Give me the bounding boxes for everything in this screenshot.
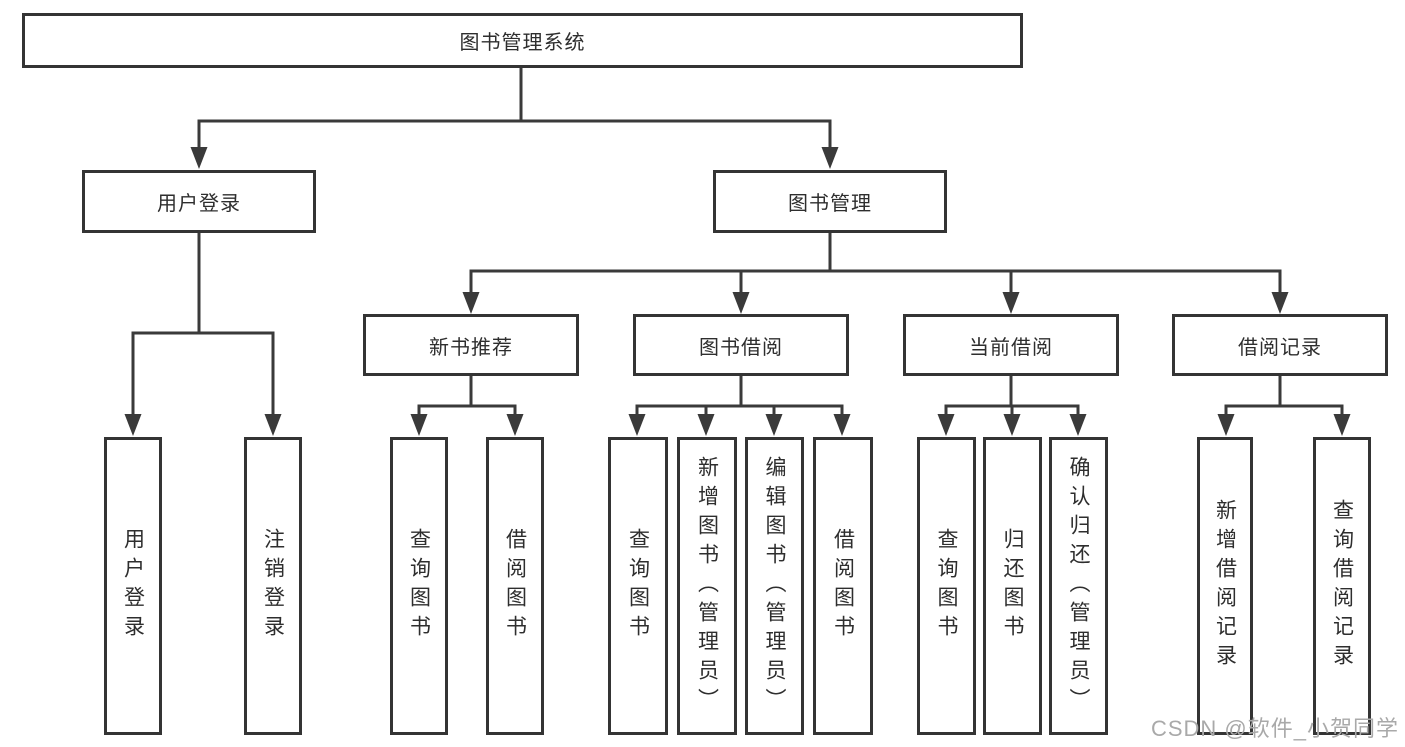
connector-group — [628, 376, 851, 436]
arrow-down-icon — [124, 414, 142, 436]
leaf-query-books-recommend: 查询图书 — [390, 437, 448, 735]
arrow-down-icon — [190, 147, 208, 169]
node-label: 查询图书 — [935, 528, 958, 644]
node-label: 新增图书（管理员） — [695, 455, 719, 717]
leaf-user-login: 用户登录 — [104, 437, 162, 735]
node-label: 查询图书 — [626, 528, 650, 644]
arrow-down-icon — [410, 414, 428, 436]
node-book-borrowing: 图书借阅 — [633, 314, 849, 376]
node-label: 确认归还（管理员） — [1067, 455, 1090, 717]
leaf-confirm-return-admin: 确认归还（管理员） — [1049, 437, 1108, 735]
node-label: 新书推荐 — [429, 336, 513, 359]
node-label: 借阅记录 — [1238, 336, 1322, 359]
node-label: 新增借阅记录 — [1213, 499, 1237, 673]
node-label: 当前借阅 — [969, 336, 1053, 359]
arrow-down-icon — [765, 414, 783, 436]
arrow-down-icon — [821, 147, 839, 169]
arrow-down-icon — [1069, 414, 1087, 436]
leaf-add-books-admin: 新增图书（管理员） — [677, 437, 737, 735]
connector-group — [462, 233, 1289, 314]
arrow-down-icon — [1333, 414, 1351, 436]
node-current-borrowing: 当前借阅 — [903, 314, 1119, 376]
node-borrowing-records: 借阅记录 — [1172, 314, 1388, 376]
arrow-down-icon — [1217, 414, 1235, 436]
arrow-down-icon — [628, 414, 646, 436]
leaf-query-books-borrowing: 查询图书 — [608, 437, 668, 735]
leaf-borrow-books: 借阅图书 — [813, 437, 873, 735]
node-label: 注销登录 — [261, 528, 285, 644]
node-label: 借阅图书 — [503, 528, 527, 644]
node-label: 图书管理 — [788, 193, 872, 215]
leaf-add-borrow-record: 新增借阅记录 — [1197, 437, 1253, 735]
connector-group — [410, 376, 524, 436]
arrow-down-icon — [1003, 414, 1021, 436]
leaf-edit-books-admin: 编辑图书（管理员） — [745, 437, 804, 735]
leaf-return-books: 归还图书 — [983, 437, 1042, 735]
node-label: 借阅图书 — [831, 528, 855, 644]
leaf-borrow-books-recommend: 借阅图书 — [486, 437, 544, 735]
arrow-down-icon — [1002, 292, 1020, 314]
arrow-down-icon — [833, 414, 851, 436]
node-label: 用户登录 — [121, 528, 145, 644]
node-user-login: 用户登录 — [82, 170, 316, 233]
node-label: 编辑图书（管理员） — [763, 455, 786, 717]
arrow-down-icon — [697, 414, 715, 436]
arrow-down-icon — [264, 414, 282, 436]
connector-group — [190, 68, 839, 169]
arrow-down-icon — [462, 292, 480, 314]
node-new-book-recommendation: 新书推荐 — [363, 314, 579, 376]
node-label: 查询图书 — [407, 528, 431, 644]
arrow-down-icon — [732, 292, 750, 314]
connector-group — [124, 233, 282, 436]
node-label: 归还图书 — [1001, 528, 1024, 644]
node-label: 图书管理系统 — [459, 32, 586, 54]
arrow-down-icon — [506, 414, 524, 436]
node-book-management: 图书管理 — [713, 170, 947, 233]
leaf-query-books-current: 查询图书 — [917, 437, 976, 735]
watermark: CSDN @软件_小贺同学 — [1150, 716, 1399, 741]
connector-group — [1217, 376, 1351, 436]
arrow-down-icon — [937, 414, 955, 436]
leaf-query-borrow-record: 查询借阅记录 — [1313, 437, 1371, 735]
node-label: 图书借阅 — [699, 336, 783, 359]
connector-group — [937, 376, 1087, 436]
node-label: 用户登录 — [157, 193, 241, 215]
leaf-logout: 注销登录 — [244, 437, 302, 735]
arrow-down-icon — [1271, 292, 1289, 314]
node-library-management-system: 图书管理系统 — [22, 13, 1023, 68]
node-label: 查询借阅记录 — [1330, 499, 1354, 673]
